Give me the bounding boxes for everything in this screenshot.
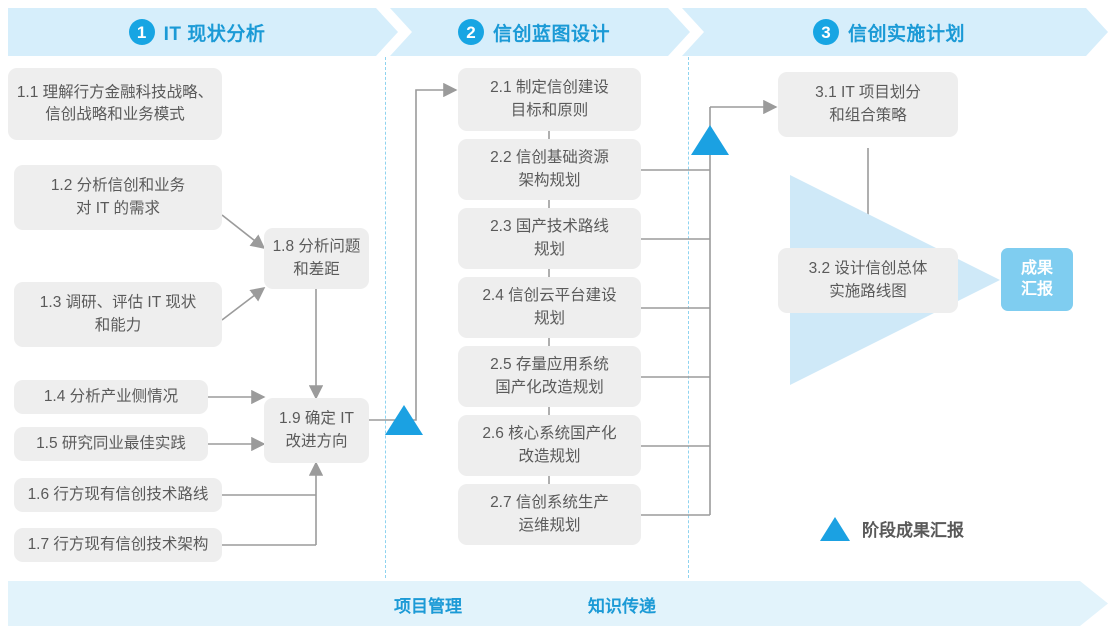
node-2-5[interactable]: 2.5 存量应用系统 国产化改造规划: [458, 346, 641, 407]
node-3-2[interactable]: 3.2 设计信创总体 实施路线图: [778, 248, 958, 313]
stage-number-1: 1: [129, 19, 155, 45]
node-3-1[interactable]: 3.1 IT 项目划分 和组合策略: [778, 72, 958, 137]
node-2-7[interactable]: 2.7 信创系统生产 运维规划: [458, 484, 641, 545]
node-1-9[interactable]: 1.9 确定 IT 改进方向: [264, 398, 369, 463]
node-2-1[interactable]: 2.1 制定信创建设 目标和原则: [458, 68, 641, 131]
result-badge[interactable]: 成果 汇报: [1001, 248, 1073, 311]
footer-label-project-management[interactable]: 项目管理: [394, 597, 462, 616]
footer-band: [8, 581, 1108, 626]
phase-header-band: 1 IT 现状分析 2 信创蓝图设计 3 信创实施计划: [0, 8, 1115, 56]
node-2-2[interactable]: 2.2 信创基础资源 架构规划: [458, 139, 641, 200]
legend: 阶段成果汇报: [820, 516, 964, 541]
node-1-7[interactable]: 1.7 行方现有信创技术架构: [14, 528, 222, 562]
stage-number-2: 2: [458, 19, 484, 45]
stage-label-1: IT 现状分析: [163, 23, 266, 45]
stage-label-3: 信创实施计划: [847, 23, 965, 45]
column-divider-2: [688, 57, 689, 578]
milestone-triangle-icon: [820, 516, 850, 541]
node-2-6[interactable]: 2.6 核心系统国产化 改造规划: [458, 415, 641, 476]
node-2-4[interactable]: 2.4 信创云平台建设 规划: [458, 277, 641, 338]
phase-header-stage-1[interactable]: 1 IT 现状分析: [8, 8, 398, 56]
milestone-triangle-phase2: [691, 125, 729, 155]
stage-label-2: 信创蓝图设计: [492, 23, 610, 45]
column-divider-1: [385, 57, 386, 578]
footer-label-knowledge-transfer[interactable]: 知识传递: [588, 597, 656, 616]
node-1-4[interactable]: 1.4 分析产业侧情况: [14, 380, 208, 414]
node-1-5[interactable]: 1.5 研究同业最佳实践: [14, 427, 208, 461]
node-1-1[interactable]: 1.1 理解行方金融科技战略、 信创战略和业务模式: [8, 68, 222, 140]
phase-header-stage-3[interactable]: 3 信创实施计划: [682, 8, 1108, 56]
node-1-6[interactable]: 1.6 行方现有信创技术路线: [14, 478, 222, 512]
node-1-2[interactable]: 1.2 分析信创和业务 对 IT 的需求: [14, 165, 222, 230]
legend-label: 阶段成果汇报: [862, 521, 964, 540]
milestone-triangle-phase1: [385, 405, 423, 435]
node-1-3[interactable]: 1.3 调研、评估 IT 现状 和能力: [14, 282, 222, 347]
phase-header-stage-2[interactable]: 2 信创蓝图设计: [390, 8, 690, 56]
node-1-8[interactable]: 1.8 分析问题 和差距: [264, 228, 369, 289]
node-2-3[interactable]: 2.3 国产技术路线 规划: [458, 208, 641, 269]
stage-number-3: 3: [813, 19, 839, 45]
